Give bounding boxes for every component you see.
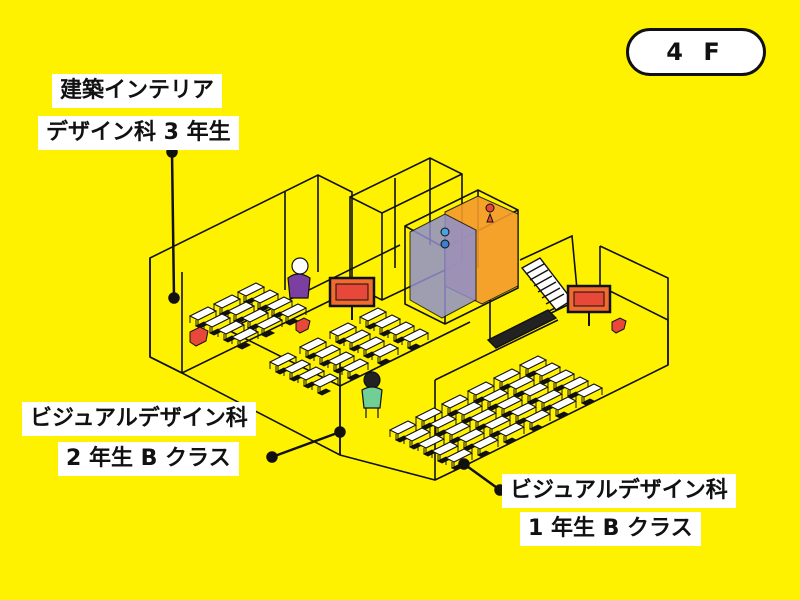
elevator-icon [409,195,519,319]
desk [312,344,342,359]
desk [428,414,458,429]
desk [188,306,218,321]
desk [546,369,576,384]
desk [442,421,472,436]
desk [250,289,280,304]
desk [282,359,312,374]
projector-screen-icon [328,276,612,326]
desk [492,368,522,383]
desk [402,427,432,442]
desk [296,366,326,381]
desk [264,296,294,311]
desk [298,337,328,352]
desk [508,402,538,417]
desk [414,407,444,422]
desk [520,382,550,397]
desk [370,343,400,358]
desk [400,328,430,343]
label-pointers [166,146,506,496]
desk [470,435,500,450]
visual1b-label-line1: ビジュアルデザイン科 [502,474,736,508]
chair-icon [189,317,627,347]
desk-chair [554,410,570,419]
desk [574,383,604,398]
desk [240,308,270,323]
desk [532,362,562,377]
desk [430,441,460,456]
desk [254,315,284,330]
desk-chair [260,329,276,338]
desk [480,388,510,403]
desk-chair [476,449,492,458]
desk [328,322,358,337]
desk [548,396,578,411]
desk-chair [346,372,362,381]
desk [496,422,526,437]
desk [212,294,242,309]
desk [268,352,298,367]
desk [236,282,266,297]
desk [340,358,370,373]
visual2b-label-line2: 2 年生 B クラス [58,442,239,476]
desk [386,321,416,336]
desk-chair [376,357,392,366]
desk [358,307,388,322]
desk [454,401,484,416]
desk-chair [502,436,518,445]
desk [560,376,590,391]
desk [482,415,512,430]
desk [388,420,418,435]
desk [466,381,496,396]
desk [468,408,498,423]
desk-chair [528,423,544,432]
desk [372,314,402,329]
architecture-label-line1: 建築インテリア [52,74,223,108]
desk [326,351,356,366]
desk-chair [406,342,422,351]
desk [342,329,372,344]
desk-chair [580,397,596,406]
desk [226,301,256,316]
visual1b-label-line2: 1 年生 B クラス [520,512,701,546]
desk [310,373,340,388]
floor-label: 4 F [626,28,766,76]
desk-chair [316,387,332,396]
person-icon [287,257,383,418]
desk [416,434,446,449]
desk [534,389,564,404]
desk [202,313,232,328]
desk [518,355,548,370]
desk [522,409,552,424]
desk-group [188,282,604,471]
visual2b-label-line1: ビジュアルデザイン科 [22,402,256,436]
desk [356,336,386,351]
desk [230,327,260,342]
architecture-label-line2: デザイン科 3 年生 [38,116,239,150]
desk-chair [236,341,252,350]
desk [456,428,486,443]
desk [506,375,536,390]
desk [440,394,470,409]
desk [216,320,246,335]
desk [494,395,524,410]
